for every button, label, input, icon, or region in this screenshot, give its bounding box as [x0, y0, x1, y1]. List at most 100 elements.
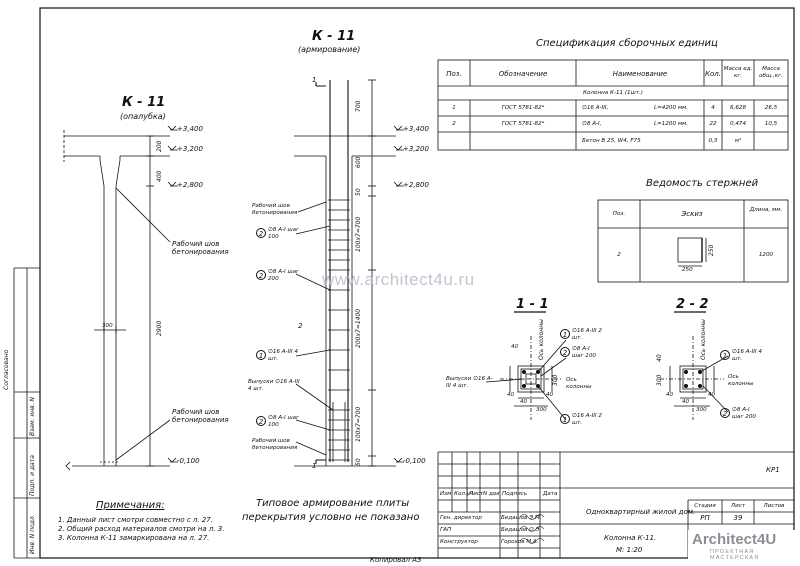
- margin-podp: Подп. и дата: [29, 455, 36, 496]
- section-1-1-lines: [485, 311, 567, 421]
- reinf-subtitle: (армирование): [298, 45, 361, 54]
- note-2: 2. Общий расход материалов смотри на л. …: [58, 525, 225, 533]
- brand-logo: Architect4U ПРОЕКТНАЯ МАСТЕРСКАЯ: [688, 530, 796, 561]
- s22-dim-2: 40: [682, 399, 690, 405]
- s22-pos-2: 2: [720, 408, 730, 418]
- title-block-lines: [437, 451, 794, 558]
- stamp-name-2: Бедашов О.Э.: [501, 527, 542, 533]
- s22-dim-6: 40: [656, 354, 663, 362]
- reinf-pos-1: 2: [256, 228, 266, 238]
- reinf-dim-2: 600: [355, 156, 362, 168]
- reinf-pos-5: 2: [256, 416, 266, 426]
- stamp-h-list: Лист: [469, 491, 484, 497]
- logo-subtext: ПРОЕКТНАЯ МАСТЕРСКАЯ: [710, 549, 760, 561]
- reinf-label-2: ∅8 А-I шаг 200: [268, 269, 299, 282]
- spec-r2-total: 10,5: [764, 121, 778, 127]
- reinforcement-elevation: [294, 79, 404, 467]
- stamp-h-sign: Подпись: [502, 491, 528, 497]
- stamp-role-3: Конструктор: [440, 539, 478, 545]
- reinf-level-1: +3,400: [403, 125, 429, 133]
- reinf-mid-pos: 2: [298, 322, 303, 330]
- spec-r1-name: ∅16 А-III,: [582, 105, 609, 111]
- format-label: Копировал А3: [370, 556, 422, 564]
- s11-label-stir: ∅8 А-I шаг 100: [572, 346, 596, 359]
- spec-r3-mass: м³: [734, 138, 742, 144]
- reinf-level-4: -0,100: [403, 457, 426, 465]
- s11-dim-5: 300: [552, 374, 559, 386]
- notes-title: Примечания:: [96, 500, 165, 511]
- spec-r3-name: Бетон В 25, W4, F75: [582, 138, 641, 144]
- stamp-role-1: Ген. директор: [440, 515, 482, 521]
- stamp-h-izm: Изм.: [440, 491, 454, 497]
- bars-h-pos: Поз.: [612, 211, 626, 217]
- stamp-scale: М: 1:20: [616, 546, 643, 554]
- formwork-seam-top: Рабочий шов бетонирования: [172, 240, 229, 256]
- stirrups: [328, 199, 350, 461]
- reinf-dim-5: 200х7=1400: [355, 308, 362, 348]
- s22-axis-2: Ось колонны: [728, 374, 754, 387]
- bars-pos: 2: [617, 252, 621, 258]
- stamp-name-3: Горохов М.А.: [501, 539, 539, 545]
- s22-axis: Ось колонны: [700, 319, 707, 360]
- reinf-label-1: ∅8 А-I шаг 100: [268, 227, 299, 240]
- spec-h-code: Обозначение: [498, 70, 548, 78]
- s11-dim-3: 40: [546, 392, 554, 398]
- stamp-project: Одноквартирный жилой дом.: [586, 508, 696, 516]
- stamp-h-date: Дата: [543, 491, 558, 497]
- s11-pos-stir: 2: [560, 347, 570, 357]
- formwork-elevation: [63, 125, 178, 471]
- reinf-dim-3: 50: [355, 188, 362, 196]
- formwork-dim-1: 200: [156, 140, 163, 152]
- stamp-sheet: 39: [733, 514, 743, 522]
- spec-r2-qty: 22: [709, 121, 717, 127]
- reinf-seam-bottom: Рабочий шов бетонирования: [252, 438, 298, 451]
- section-marker-bottom: 1: [312, 462, 317, 470]
- formwork-level-2: +3,200: [177, 145, 203, 153]
- formwork-seam-bottom: Рабочий шов бетонирования: [172, 408, 229, 424]
- formwork-dim-3: 2900: [156, 320, 163, 336]
- note-3: 3. Колонна К-11 замаркирована на л. 27.: [58, 534, 210, 542]
- section-2-2-title: 2 - 2: [676, 297, 709, 312]
- formwork-title: К - 11: [122, 95, 166, 110]
- spec-r2-name: ∅8 А-I,: [582, 121, 602, 127]
- s22-dim-3: 300: [696, 407, 707, 413]
- left-margin-table: [13, 267, 40, 559]
- reinf-pos-2: 2: [256, 270, 266, 280]
- spec-r2-mass: 0,474: [729, 121, 746, 127]
- spec-h-mass: Масса ед. кг.: [723, 66, 753, 79]
- formwork-level-3: +2,800: [177, 181, 203, 189]
- formwork-dim-4: 300: [102, 323, 113, 329]
- formwork-level-1: +3,400: [177, 125, 203, 133]
- spec-h-name: Наименование: [612, 70, 668, 78]
- margin-soglasovano: Согласовано: [3, 349, 10, 390]
- spec-h-qty: Кол.: [705, 70, 721, 78]
- stamp-role-2: ГАП: [440, 527, 452, 533]
- spec-group: Колонна К-11 (1шт.): [583, 90, 643, 96]
- s11-pos-bot: 1: [560, 414, 570, 424]
- s11-label-out: Выпуски ∅16 А-III 4 шт.: [446, 376, 493, 389]
- reinf-dim-7: 50: [355, 458, 362, 466]
- reinf-level-2: +3,200: [403, 145, 429, 153]
- reinf-label-4: Выпуски ∅16 А-III 4 шт.: [248, 379, 300, 392]
- spec-r1-qty: 4: [711, 105, 715, 111]
- reinf-label-3: ∅16 А-III 4 шт.: [268, 349, 298, 362]
- stamp-h-doc: N док: [483, 491, 500, 497]
- spec-r1-pos: 1: [452, 105, 456, 111]
- formwork-dim-2: 400: [156, 170, 163, 182]
- s11-axis-2: Ось колонны: [566, 377, 592, 390]
- reinf-dim-4: 100х7=700: [355, 216, 362, 252]
- logo-text: Architect4U: [692, 531, 777, 548]
- note-1: 1. Данный лист смотри совместно с л. 27.: [58, 516, 213, 524]
- s11-label-top: ∅16 А-III 2 шт.: [572, 328, 602, 341]
- s11-dim-6: 40: [511, 344, 519, 350]
- reinf-dim-6: 100х7=700: [355, 406, 362, 442]
- stamp-stage-h: Стадия: [694, 503, 716, 509]
- stamp-code: КР1: [766, 466, 780, 474]
- bar-schedule-lines: [597, 199, 789, 283]
- s11-pos-top: 1: [560, 329, 570, 339]
- stamp-stage: РП: [700, 514, 710, 522]
- spec-r1-code: ГОСТ 5781-82*: [501, 105, 545, 111]
- bars-dim-h: 250: [682, 267, 693, 273]
